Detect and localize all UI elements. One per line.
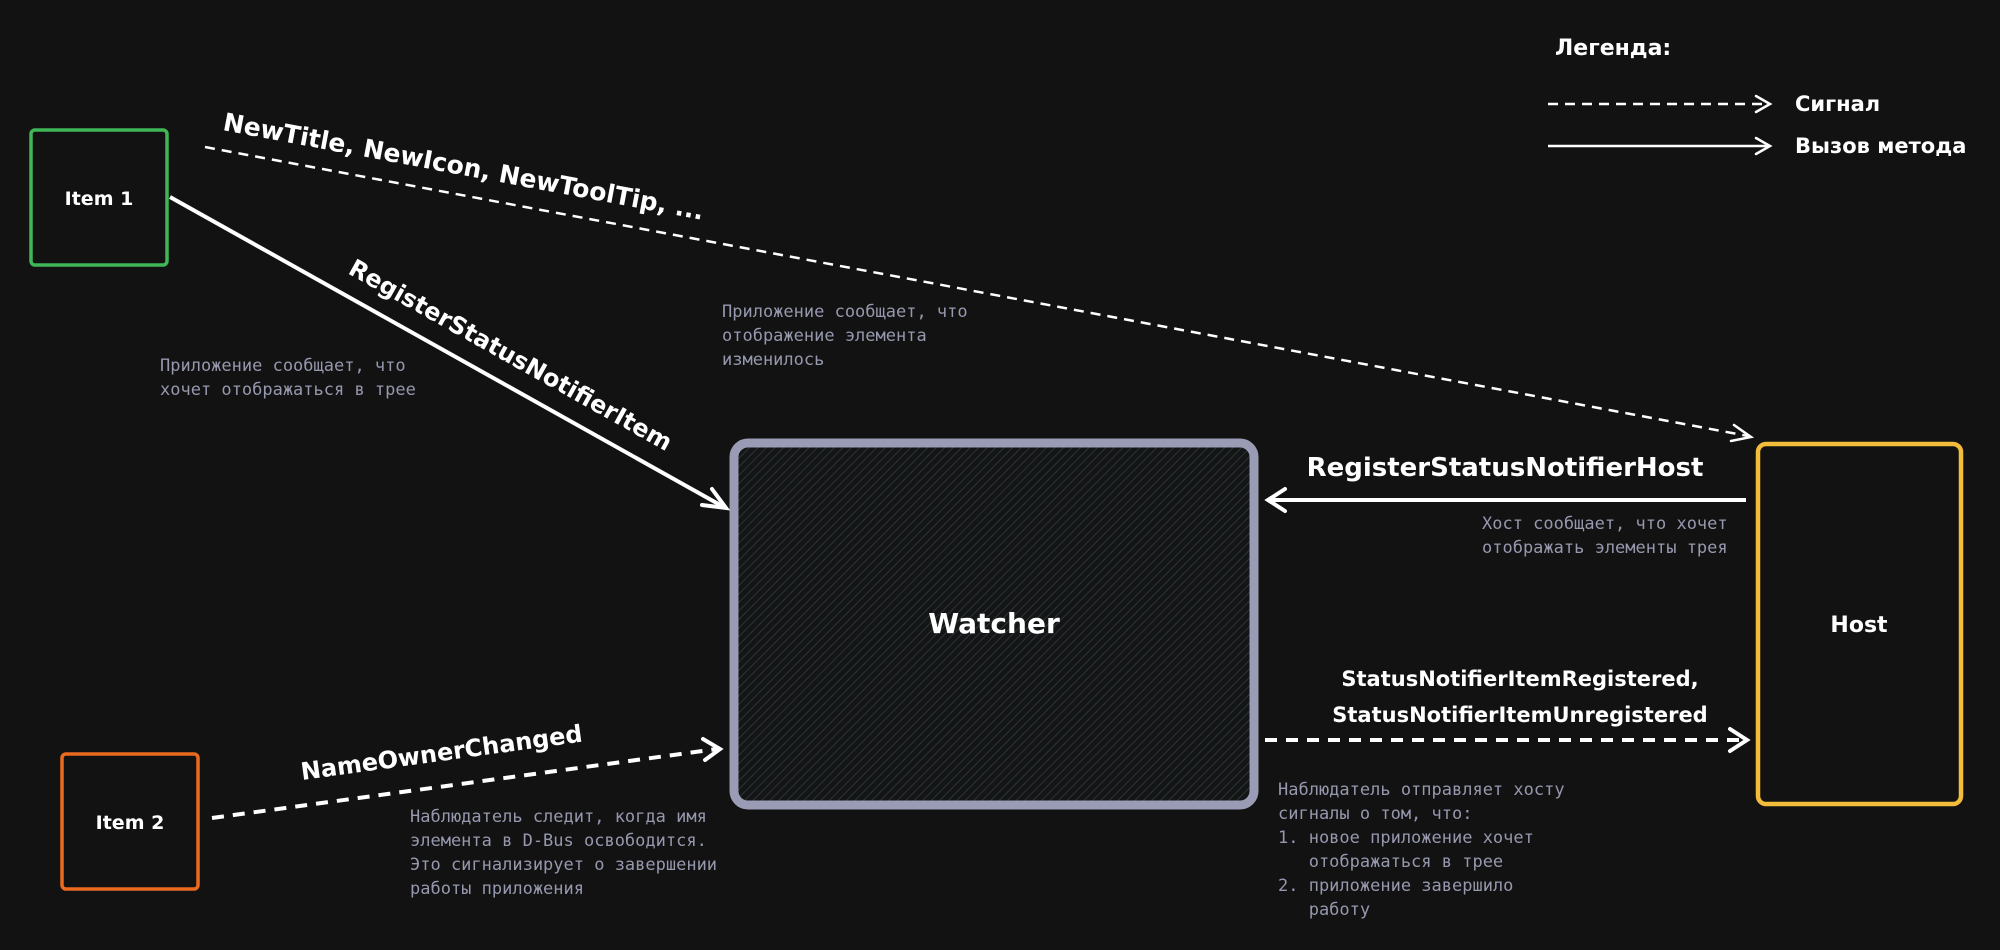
edge-new-title-signal [204, 145, 1755, 443]
edge-new-title-label: NewTitle, NewIcon, NewToolTip, ... [221, 107, 706, 225]
edge-name-owner-changed-label: NameOwnerChanged [299, 720, 584, 786]
node-watcher-label: Watcher [928, 607, 1060, 640]
note-display-changed-line: отображение элемента [722, 326, 927, 346]
note-item2: Наблюдатель следит, когда имя элемента в… [410, 807, 717, 899]
note-item2-line: работы приложения [410, 879, 584, 899]
note-watcher-line: сигналы о том, что: [1278, 804, 1472, 824]
node-host-label: Host [1830, 613, 1888, 638]
edge-registered-label-line1: StatusNotifierItemRegistered, [1341, 667, 1698, 691]
node-item2-label: Item 2 [96, 812, 165, 834]
note-watcher-line: отображаться в трее [1278, 852, 1503, 872]
legend-method-call-label: Вызов метода [1795, 134, 1966, 158]
note-item1: Приложение сообщает, что хочет отображат… [160, 356, 416, 400]
legend-title: Легенда: [1555, 36, 1671, 61]
note-watcher-line: 1. новое приложение хочет [1278, 828, 1534, 848]
note-watcher-line: работу [1278, 900, 1370, 920]
legend-signal-label: Сигнал [1795, 92, 1880, 116]
edge-register-item-call [169, 195, 731, 511]
node-item2[interactable]: Item 2 [60, 752, 200, 891]
edge-name-owner-changed-signal [211, 737, 724, 820]
edge-registered-label-line2: StatusNotifierItemUnregistered [1332, 703, 1707, 727]
note-watcher: Наблюдатель отправляет хосту сигналы о т… [1278, 780, 1565, 920]
node-item1-label: Item 1 [65, 188, 134, 210]
note-display-changed-line: Приложение сообщает, что [722, 302, 968, 322]
note-host-line: отображать элементы трея [1482, 538, 1728, 558]
note-host-line: Хост сообщает, что хочет [1482, 514, 1728, 534]
edge-registered-signal [1265, 727, 1751, 753]
note-display-changed: Приложение сообщает, что отображение эле… [722, 302, 968, 370]
note-host: Хост сообщает, что хочет отображать элем… [1482, 514, 1728, 558]
node-item1[interactable]: Item 1 [29, 128, 169, 267]
note-item2-line: Наблюдатель следит, когда имя [410, 807, 707, 827]
node-host[interactable]: Host [1755, 441, 1964, 807]
note-item1-line: хочет отображаться в трее [160, 380, 416, 400]
edge-register-host-label: RegisterStatusNotifierHost [1307, 453, 1704, 483]
node-watcher[interactable]: Watcher [729, 438, 1259, 810]
legend-signal-arrow-icon [1548, 94, 1773, 114]
note-item2-line: Это сигнализирует о завершении [410, 855, 717, 875]
note-display-changed-line: изменилось [722, 350, 824, 370]
legend: Легенда: Сигнал Вызов метода [1548, 36, 1966, 158]
note-item1-line: Приложение сообщает, что [160, 356, 406, 376]
note-watcher-line: Наблюдатель отправляет хосту [1278, 780, 1565, 800]
legend-method-call-arrow-icon [1548, 136, 1773, 156]
note-watcher-line: 2. приложение завершило [1278, 876, 1513, 896]
edge-register-host-call [1264, 487, 1746, 513]
note-item2-line: элемента в D-Bus освободится. [410, 831, 707, 851]
